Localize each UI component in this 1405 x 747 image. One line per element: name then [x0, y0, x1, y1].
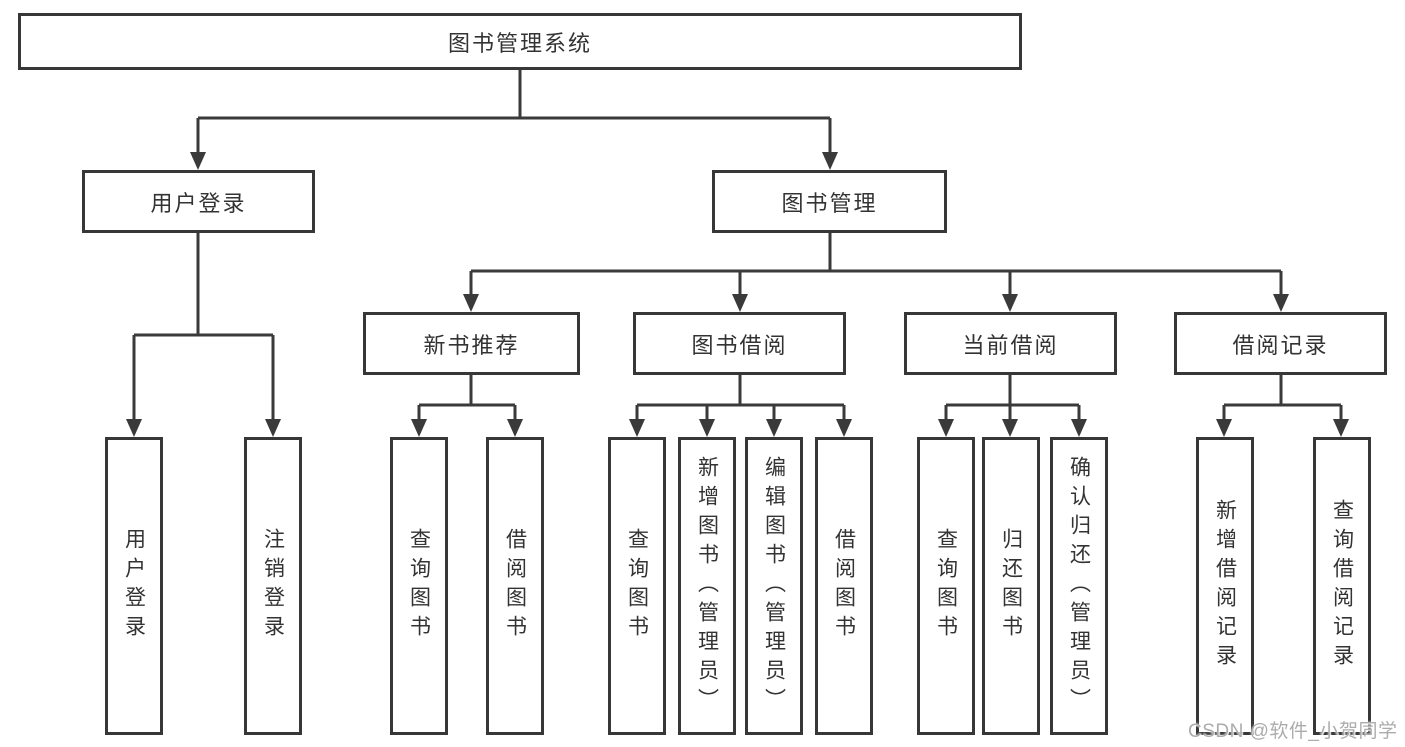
csdn-watermark: CSDN @软件_小贺同学: [1188, 721, 1398, 742]
leaf-query-book-3: 查询图书: [917, 437, 975, 735]
node-root: 图书管理系统: [18, 13, 1022, 70]
leaf-label: 确认归还（管理员）: [1067, 455, 1091, 717]
leaf-query-book-1: 查询图书: [390, 437, 448, 735]
node-current-borrow: 当前借阅: [904, 312, 1117, 375]
node-new-book-recommend: 新书推荐: [363, 312, 580, 375]
node-book-management: 图书管理: [712, 170, 947, 233]
leaf-label: 编辑图书（管理员）: [762, 455, 786, 717]
leaf-logout: 注销登录: [244, 437, 302, 735]
leaf-query-borrow-record: 查询借阅记录: [1313, 437, 1371, 735]
leaf-borrow-book-1: 借阅图书: [486, 437, 544, 735]
node-book-borrow: 图书借阅: [633, 312, 846, 375]
leaf-label: 查询图书: [407, 528, 431, 644]
leaf-label: 借阅图书: [832, 528, 856, 644]
leaf-label: 查询图书: [625, 528, 649, 644]
leaf-label: 归还图书: [999, 528, 1023, 644]
leaf-label: 查询图书: [934, 528, 958, 644]
leaf-borrow-book-2: 借阅图书: [815, 437, 873, 735]
leaf-add-book-admin: 新增图书（管理员）: [678, 437, 736, 735]
leaf-label: 用户登录: [122, 528, 146, 644]
leaf-label: 查询借阅记录: [1330, 499, 1354, 673]
leaf-query-book-2: 查询图书: [608, 437, 666, 735]
node-borrow-record: 借阅记录: [1174, 312, 1387, 375]
leaf-label: 注销登录: [261, 528, 285, 644]
leaf-label: 新增图书（管理员）: [695, 455, 719, 717]
leaf-confirm-return-admin: 确认归还（管理员）: [1050, 437, 1108, 735]
leaf-user-login: 用户登录: [105, 437, 163, 735]
arrowheads: [126, 152, 1349, 437]
leaf-edit-book-admin: 编辑图书（管理员）: [745, 437, 803, 735]
node-user-login: 用户登录: [82, 170, 315, 233]
leaf-label: 借阅图书: [503, 528, 527, 644]
leaf-return-book: 归还图书: [982, 437, 1040, 735]
leaf-label: 新增借阅记录: [1213, 499, 1237, 673]
leaf-add-borrow-record: 新增借阅记录: [1196, 437, 1254, 735]
